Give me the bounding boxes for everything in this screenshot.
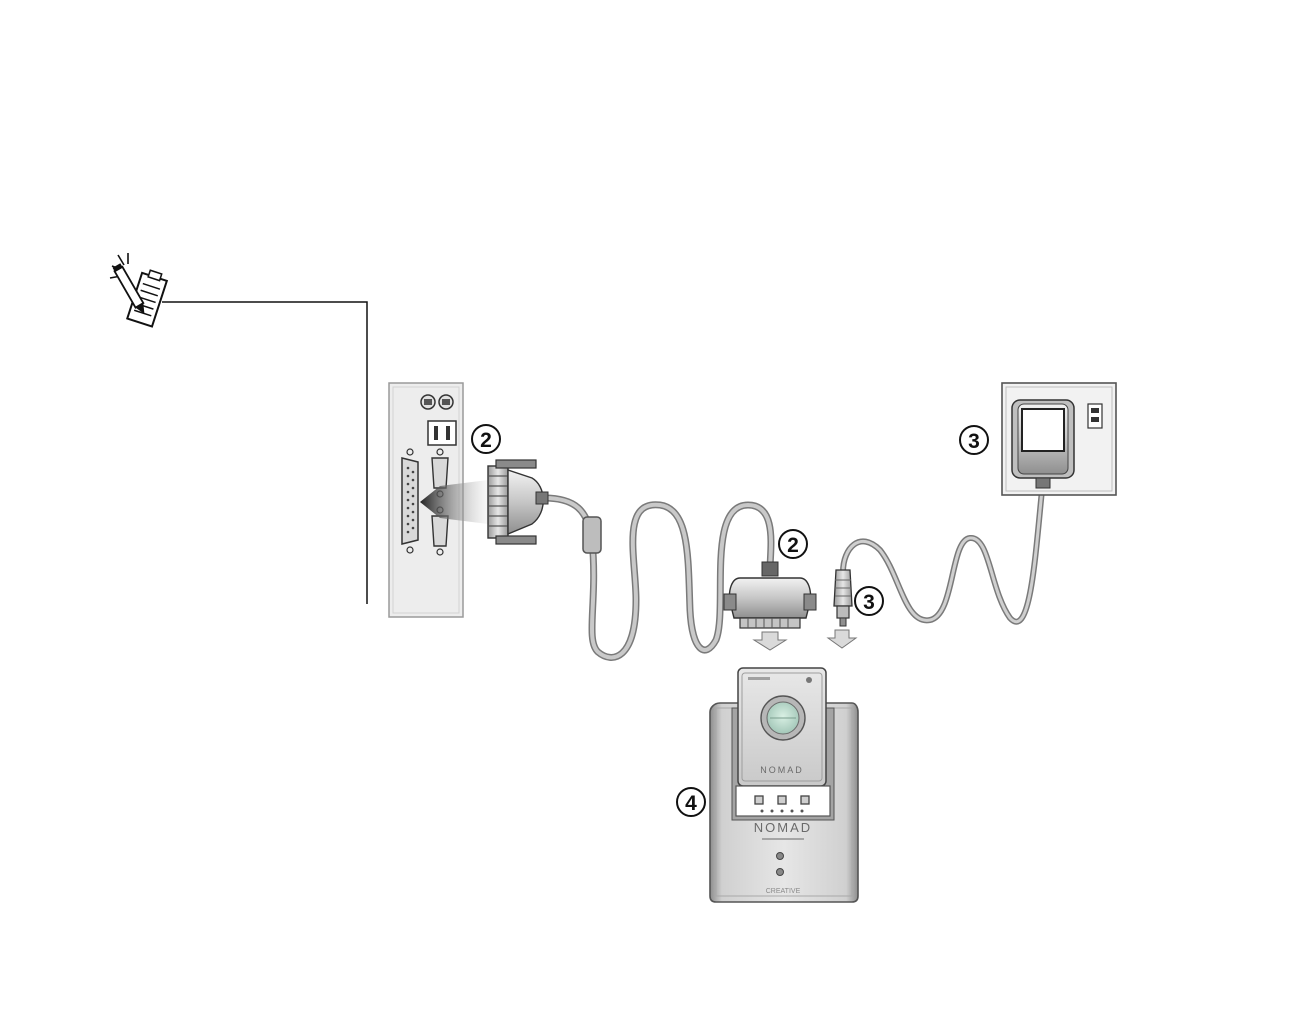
callout-3-adapter: 3	[960, 426, 988, 454]
player-brand-label: NOMAD	[760, 765, 804, 775]
pc-back-panel	[389, 383, 488, 617]
maker-label: CREATIVE	[766, 888, 801, 895]
cradle-parallel-connector	[724, 562, 816, 628]
down-arrow-icon	[754, 630, 856, 650]
nomad-player: NOMAD	[738, 668, 826, 786]
callout-2-cradle-label: 2	[787, 534, 799, 557]
callout-2-cradle: 2	[779, 530, 807, 558]
ac-adapter	[1002, 383, 1116, 495]
callout-3-adapter-label: 3	[968, 430, 980, 453]
parallel-cable	[544, 498, 771, 657]
callout-4-cradle: 4	[677, 788, 705, 816]
callout-3-plug-label: 3	[863, 591, 875, 614]
callout-3-plug: 3	[855, 587, 883, 615]
callout-4-cradle-label: 4	[685, 792, 697, 815]
power-plug	[834, 570, 852, 626]
tip-icon	[110, 253, 168, 327]
pc-parallel-connector	[488, 460, 548, 544]
tip-bracket-line	[162, 302, 367, 604]
callout-2-pc: 2	[472, 425, 500, 453]
callout-2-pc-label: 2	[480, 429, 492, 452]
cradle-brand-label: NOMAD	[754, 820, 812, 835]
